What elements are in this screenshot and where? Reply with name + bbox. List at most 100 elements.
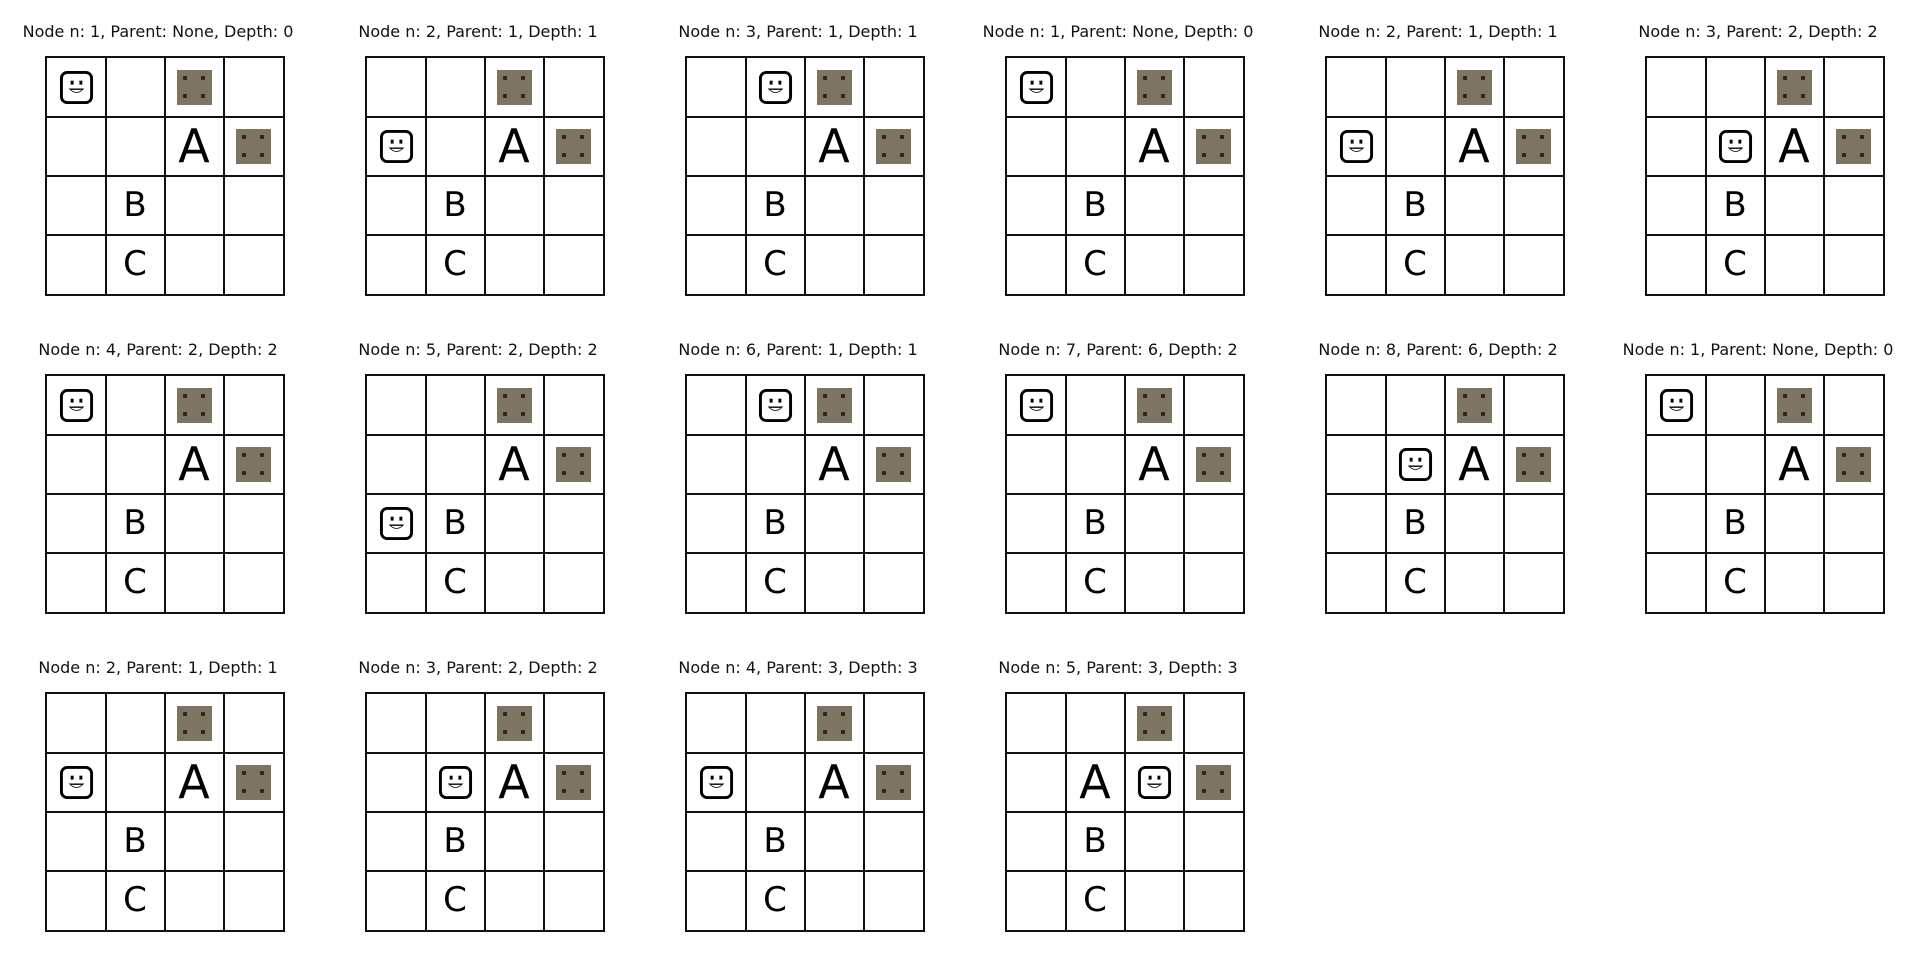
block-dot: [1220, 135, 1224, 139]
grid-cell: C: [1386, 235, 1446, 295]
block-dot: [882, 135, 886, 139]
node-title: Node n: 4, Parent: 3, Depth: 3: [678, 658, 918, 677]
grid-cell: [47, 435, 107, 495]
letter-c: C: [123, 562, 147, 602]
grid-cell: [426, 435, 486, 495]
node-title: Node n: 3, Parent: 2, Depth: 2: [1638, 22, 1878, 41]
block-dot: [1143, 412, 1147, 416]
block-dot: [1842, 471, 1846, 475]
letter-b: B: [1723, 503, 1747, 543]
grid-cell: [224, 235, 284, 295]
block-dot: [900, 453, 904, 457]
grid-cell: [224, 753, 284, 813]
grid-cell: [687, 553, 747, 613]
grid-cell: [805, 235, 865, 295]
block-dot: [562, 153, 566, 157]
block-dot: [580, 153, 584, 157]
stone-block-icon: [556, 765, 591, 800]
block-dot: [1783, 394, 1787, 398]
grid-cell: [1184, 753, 1244, 813]
block-dot: [242, 789, 246, 793]
grid-cell: [864, 494, 924, 554]
block-dot: [1860, 453, 1864, 457]
block-dot: [503, 730, 507, 734]
block-dot: [1202, 153, 1206, 157]
grid-cell: [485, 235, 545, 295]
smiley-face-icon: [1339, 129, 1374, 164]
grid-cell: [746, 376, 806, 436]
letter-a: A: [1138, 437, 1170, 491]
grid-cell: [47, 871, 107, 931]
node-title: Node n: 2, Parent: 1, Depth: 1: [358, 22, 598, 41]
block-dot: [882, 771, 886, 775]
grid-cell: [1765, 553, 1825, 613]
block-dot: [1143, 394, 1147, 398]
grid-cell: C: [1066, 235, 1126, 295]
block-dot: [201, 730, 205, 734]
grid-cell: [544, 694, 604, 754]
grid-cell: A: [1445, 117, 1505, 177]
grid-cell: [687, 235, 747, 295]
grid-cell: [1327, 435, 1387, 495]
block-dot: [183, 712, 187, 716]
grid-cell: [165, 694, 225, 754]
grid-cell: [746, 435, 806, 495]
grid-cell: [106, 58, 166, 118]
grid-cell: [544, 435, 604, 495]
grid-cell: [1007, 176, 1067, 236]
block-dot: [183, 730, 187, 734]
grid-cell: [1327, 376, 1387, 436]
grid-cell: C: [746, 553, 806, 613]
smiley-face-icon: [379, 129, 414, 164]
grid-cell: B: [746, 812, 806, 872]
block-dot: [521, 712, 525, 716]
grid-cell: [224, 494, 284, 554]
block-dot: [1842, 135, 1846, 139]
smiley-face-icon: [1137, 765, 1172, 800]
block-dot: [1143, 730, 1147, 734]
grid-cell: [47, 235, 107, 295]
grid-cell: [1066, 117, 1126, 177]
block-dot: [580, 771, 584, 775]
block-dot: [521, 76, 525, 80]
grid-cell: [1504, 235, 1564, 295]
block-dot: [900, 771, 904, 775]
grid-cell: [224, 176, 284, 236]
grid-cell: [367, 871, 427, 931]
grid-cell: [367, 694, 427, 754]
grid-cell: [224, 871, 284, 931]
grid-cell: [1066, 58, 1126, 118]
grid-cell: [805, 553, 865, 613]
grid-cell: [687, 753, 747, 813]
block-dot: [242, 471, 246, 475]
letter-b: B: [123, 821, 147, 861]
grid-cell: [1504, 435, 1564, 495]
grid-cell: [367, 553, 427, 613]
grid-cell: [1184, 812, 1244, 872]
grid-cell: [47, 176, 107, 236]
grid-cell: [106, 435, 166, 495]
block-dot: [260, 789, 264, 793]
smiley-face-icon: [758, 70, 793, 105]
grid-cell: [1504, 58, 1564, 118]
grid-cell: [165, 176, 225, 236]
grid-cell: B: [1066, 494, 1126, 554]
node-title: Node n: 4, Parent: 2, Depth: 2: [38, 340, 278, 359]
block-dot: [183, 394, 187, 398]
grid-cell: [426, 694, 486, 754]
letter-b: B: [123, 185, 147, 225]
grid-cell: [1125, 812, 1185, 872]
grid-cell: A: [1066, 753, 1126, 813]
grid-cell: [485, 694, 545, 754]
block-dot: [1220, 453, 1224, 457]
grid-cell: [485, 494, 545, 554]
block-dot: [1220, 789, 1224, 793]
block-dot: [1540, 453, 1544, 457]
block-dot: [900, 135, 904, 139]
grid-cell: [47, 494, 107, 554]
grid-cell: [544, 376, 604, 436]
